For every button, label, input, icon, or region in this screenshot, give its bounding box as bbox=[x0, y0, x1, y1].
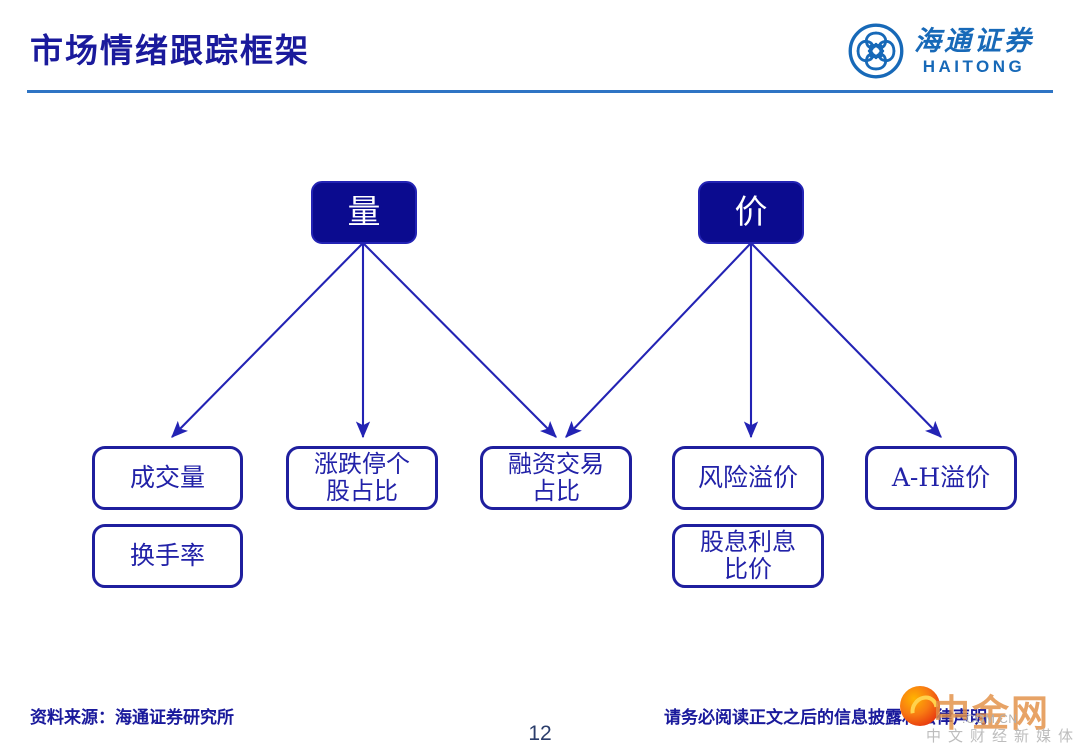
node-fengxian-yijia[interactable]: 风险溢价 bbox=[672, 446, 824, 510]
haitong-knot-icon bbox=[848, 23, 904, 79]
node-zhangdieting-line2: 股占比 bbox=[326, 477, 398, 505]
node-chengjiaoliang[interactable]: 成交量 bbox=[92, 446, 243, 510]
zhongjinwang-logo-icon bbox=[900, 686, 940, 726]
watermark-url: .COM.CN bbox=[962, 712, 1018, 726]
node-ah-yijia[interactable]: A-H溢价 bbox=[865, 446, 1017, 510]
node-huanshoulv-label: 换手率 bbox=[129, 541, 205, 570]
node-root-price[interactable]: 价 bbox=[698, 181, 804, 244]
logo-name-cn: 海通证券 bbox=[914, 25, 1034, 57]
arrow-price-to-ah bbox=[750, 242, 942, 438]
page-number: 12 bbox=[528, 722, 552, 745]
node-rongzi-line2: 占比 bbox=[532, 477, 580, 505]
node-fengxian-label: 风险溢价 bbox=[697, 463, 798, 492]
node-rongzi-line1: 融资交易 bbox=[508, 450, 604, 479]
haitong-logo: 海通证券 HAITONG bbox=[848, 20, 1048, 82]
logo-name-en: HAITONG bbox=[922, 56, 1026, 76]
arrow-volume-to-chengjiaoliang bbox=[171, 242, 364, 438]
node-root-price-label: 价 bbox=[734, 192, 768, 232]
node-rongzi-jiaoyi-zhanbi[interactable]: 融资交易 占比 bbox=[480, 446, 632, 510]
node-ah-label: A-H溢价 bbox=[891, 463, 991, 492]
watermark-brand: 中金网 bbox=[933, 692, 1050, 735]
node-zhangdieting-line1: 涨跌停个 bbox=[314, 450, 410, 479]
node-root-volume[interactable]: 量 bbox=[311, 181, 417, 244]
footer-source: 资料来源：海通证券研究所 bbox=[30, 708, 234, 728]
node-guxi-line1: 股息利息 bbox=[700, 528, 796, 557]
node-zhangdieting-zhanbi[interactable]: 涨跌停个 股占比 bbox=[286, 446, 438, 510]
page-title: 市场情绪跟踪框架 bbox=[30, 31, 310, 70]
header-divider bbox=[27, 90, 1053, 93]
arrow-price-to-rongzi bbox=[565, 242, 752, 438]
node-guxi-line2: 比价 bbox=[724, 555, 772, 583]
node-root-volume-label: 量 bbox=[347, 192, 381, 232]
node-chengjiaoliang-label: 成交量 bbox=[129, 463, 205, 492]
node-huanshoulv[interactable]: 换手率 bbox=[92, 524, 243, 588]
arrow-volume-to-rongzi bbox=[362, 242, 557, 438]
watermark: 中金网 .COM.CN 中文财经新媒体 bbox=[900, 686, 1080, 749]
logo-text: 海通证券 HAITONG bbox=[914, 28, 1034, 75]
node-guxi-lixi-bijia[interactable]: 股息利息 比价 bbox=[672, 524, 824, 588]
watermark-tagline: 中文财经新媒体 bbox=[926, 727, 1080, 745]
